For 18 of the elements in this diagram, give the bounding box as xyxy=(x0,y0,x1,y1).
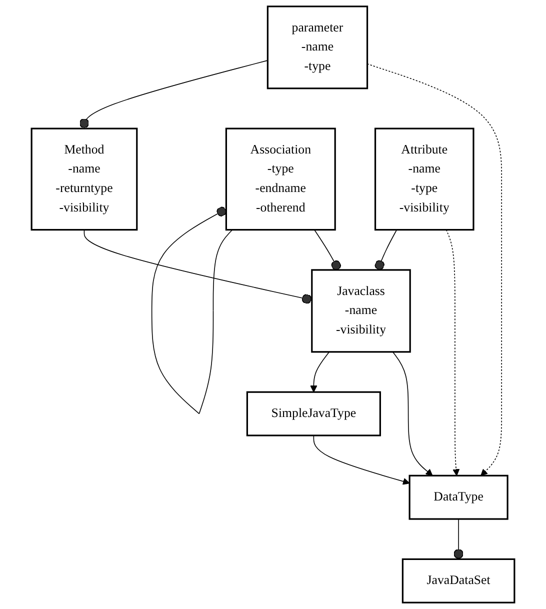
arrow xyxy=(313,435,410,485)
node-box: Javaclass -name -visibility xyxy=(311,269,411,353)
node-box: Association -type -endname -otherend xyxy=(225,128,336,231)
connector xyxy=(79,60,268,129)
node-box: Attribute -name -type -visibility xyxy=(374,128,474,231)
connector xyxy=(151,206,233,414)
connector xyxy=(84,229,312,304)
node-box: parameter -name -type xyxy=(266,6,368,90)
connector xyxy=(314,229,341,270)
connector xyxy=(454,518,464,560)
arrow xyxy=(446,229,460,476)
node-box: Method -name -returntype -visibility xyxy=(30,128,138,231)
arrow xyxy=(310,352,330,392)
node-box: JavaDataSet xyxy=(402,558,516,604)
node-box: SimpleJavaType xyxy=(246,391,381,436)
connector xyxy=(374,229,398,270)
node-box: DataType xyxy=(408,474,508,520)
arrow xyxy=(392,352,433,476)
